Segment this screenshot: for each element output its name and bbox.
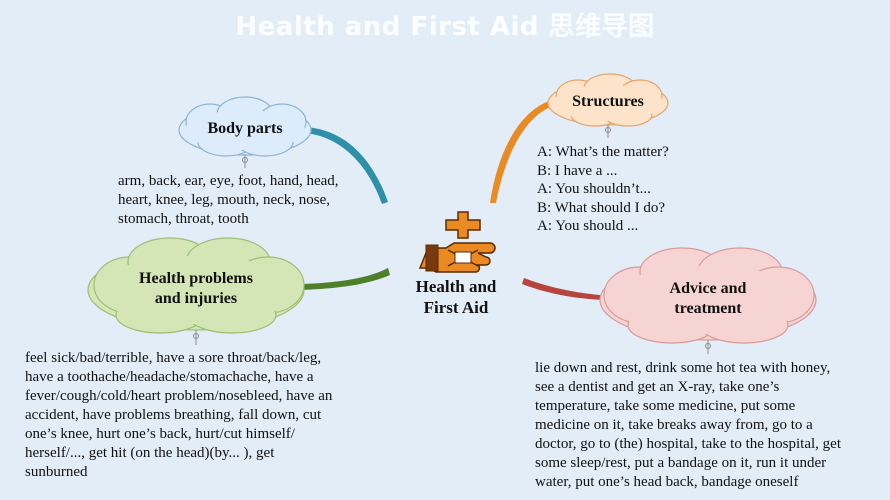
health-problems-line: have a toothache/headache/stomachache, h… [25, 369, 314, 385]
health-problems-line: one’s knee, hurt one’s back, hurt/cut hi… [25, 426, 295, 442]
body-parts-line: stomach, throat, tooth [118, 211, 249, 227]
page-title: Health and First Aid 思维导图 [235, 12, 655, 42]
advice-line: water, put one’s head back, bandage ones… [535, 474, 799, 490]
health-problems-line: herself/..., get hit (on the head)(by...… [25, 445, 275, 461]
health-problems-label: Health problems and injuries [100, 269, 292, 309]
center-topic-line-1: Health and [415, 277, 497, 296]
structures-line: B: I have a ... [537, 162, 618, 179]
center-topic-label: Health and First Aid [396, 276, 516, 318]
advice-label-line-2: treatment [674, 300, 742, 317]
advice-line: some sleep/rest, put a bandage on it, ru… [535, 455, 827, 471]
structures-line: A: You shouldn’t... [537, 181, 651, 197]
body-parts-line: heart, knee, leg, mouth, neck, nose, [118, 192, 331, 208]
advice-line: doctor, go to (the) hospital, take to th… [535, 436, 841, 452]
structures-label: Structures [572, 93, 644, 110]
connector-knobs [193, 125, 711, 354]
health-problems-words: feel sick/bad/terrible, have a sore thro… [25, 349, 332, 482]
health-problems-line: feel sick/bad/terrible, have a sore thro… [25, 350, 322, 366]
health-problems-line: accident, have problems breathing, fall … [25, 407, 322, 423]
health-problems-label-line-1: Health problems [139, 270, 253, 287]
health-problems-line: fever/cough/cold/heart problem/nosebleed… [25, 388, 333, 404]
health-problems-label-line-2: and injuries [154, 290, 238, 307]
branch-body-parts [305, 127, 388, 204]
advice-words: lie down and rest, drink some hot tea wi… [535, 359, 841, 492]
branch-advice [522, 278, 612, 300]
advice-line: lie down and rest, drink some hot tea wi… [535, 360, 831, 376]
advice-label-line-1: Advice and [669, 280, 747, 297]
branch-structures [490, 100, 553, 203]
structures-line: A: What’s the matter? [537, 144, 669, 160]
first-aid-hand-icon [418, 211, 496, 273]
structures-line: B: What should I do? [537, 199, 666, 216]
center-topic-line-2: First Aid [423, 298, 489, 317]
advice-line: see a dentist and get an X-ray, take one… [535, 379, 780, 395]
body-parts-label: Body parts [207, 120, 283, 137]
advice-line: medicine on it, take breaks away from, g… [535, 417, 813, 433]
branch-health-problems [300, 268, 390, 290]
health-problems-line: sunburned [25, 464, 88, 480]
body-parts-line: arm, back, ear, eye, foot, hand, head, [118, 173, 339, 189]
advice-label: Advice and treatment [612, 279, 804, 319]
structures-dialogue: A: What’s the matter? B: I have a ... A:… [537, 143, 669, 236]
advice-line: temperature, take some medicine, put som… [535, 398, 796, 414]
structures-line: A: You should ... [537, 218, 639, 234]
body-parts-words: arm, back, ear, eye, foot, hand, head, h… [118, 172, 339, 229]
